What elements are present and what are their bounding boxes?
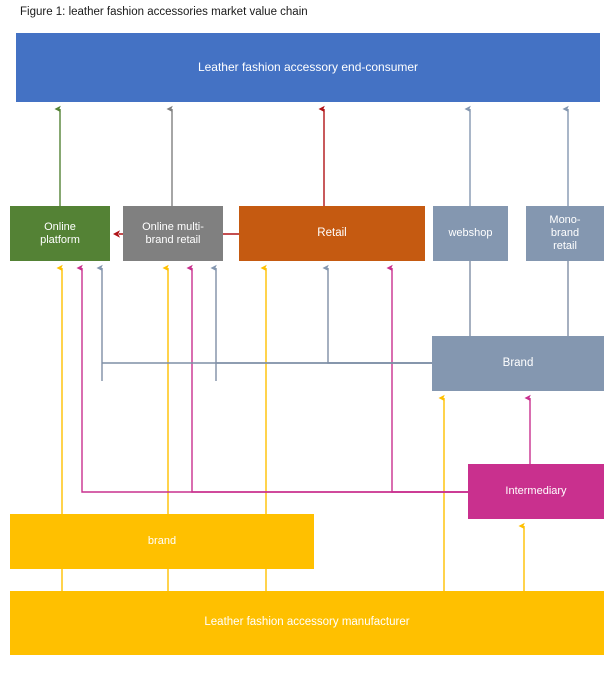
node-label-retail: Retail [317, 226, 347, 239]
node-label-end_consumer: Leather fashion accessory end-consumer [197, 60, 419, 75]
node-label-brand_lower: brand [147, 535, 177, 548]
slate-arrow-to-online-multi [210, 264, 432, 381]
node-retail[interactable]: Retail [239, 206, 425, 261]
node-label-webshop: webshop [448, 227, 493, 240]
node-label-online_platform: Online platform [40, 220, 80, 246]
darkred-arrow-retail-to-online-platform-head [113, 230, 120, 238]
node-label-manufacturer: Leather fashion accessory manufacturer [204, 616, 410, 629]
node-brand_upper[interactable]: Brand [432, 336, 604, 391]
node-online_multi[interactable]: Online multi- brand retail [123, 206, 223, 261]
node-mono_brand[interactable]: Mono- brand retail [526, 206, 604, 261]
magenta-arrow-to-online-platform [76, 264, 468, 493]
node-label-intermediary: Intermediary [505, 485, 567, 498]
slate-arrow-to-retail [322, 264, 432, 364]
figure-title: Figure 1: leather fashion accessories ma… [20, 6, 308, 18]
magenta-arrow-to-online-multi [186, 264, 468, 493]
node-webshop[interactable]: webshop [433, 206, 508, 261]
node-label-online_multi: Online multi- brand retail [142, 220, 204, 246]
slate-arrow-to-online-platform [96, 264, 432, 381]
node-label-mono_brand: Mono- brand retail [549, 214, 581, 252]
node-manufacturer[interactable]: Leather fashion accessory manufacturer [10, 591, 604, 655]
node-label-brand_upper: Brand [502, 356, 534, 369]
node-online_platform[interactable]: Online platform [10, 206, 110, 261]
node-end_consumer[interactable]: Leather fashion accessory end-consumer [16, 33, 600, 102]
node-brand_lower[interactable]: brand [10, 514, 314, 569]
node-intermediary[interactable]: Intermediary [468, 464, 604, 519]
